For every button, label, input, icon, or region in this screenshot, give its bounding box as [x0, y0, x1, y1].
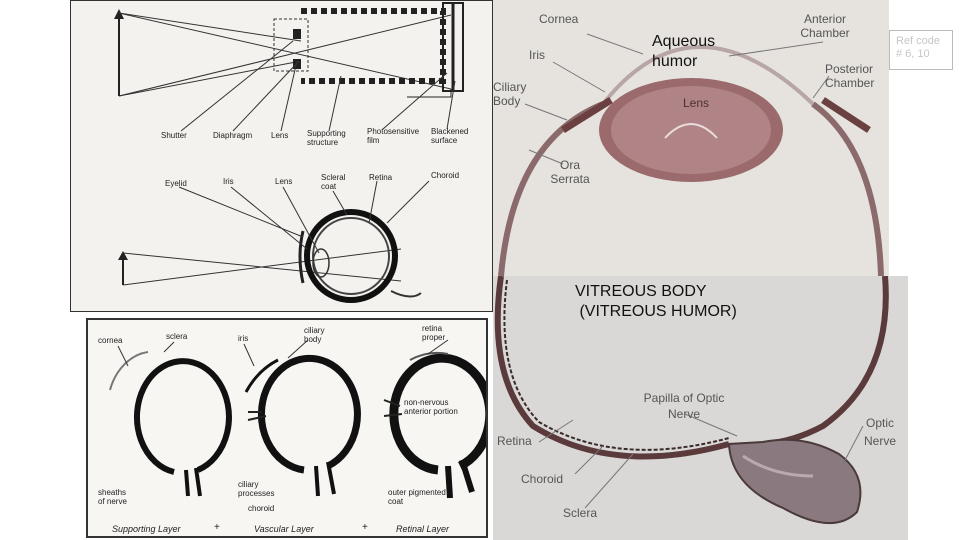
label-plus-1: + [214, 522, 220, 533]
label-plus-2: + [362, 522, 368, 533]
label-ciliary-body-hand: ciliary body [304, 326, 325, 344]
aqueous-humor-label: Aqueous humor [652, 33, 716, 70]
label-cornea-hand: cornea [98, 336, 123, 345]
label-anterior-chamber: Anterior Chamber [800, 12, 850, 40]
ref-code-line-2: # 6, 10 [896, 48, 930, 60]
posterior-eye-photo-panel: Papilla of Optic Nerve Optic Nerve Retin… [493, 276, 908, 540]
label-iris: Iris [529, 48, 545, 62]
label-ciliary-body: Ciliary Body [493, 80, 527, 108]
camera-eye-diagram-panel: Shutter Diaphragm Lens Supporting struct… [70, 0, 493, 312]
label-optic-nerve: Optic Nerve [863, 416, 896, 448]
label-shutter: Shutter [161, 131, 187, 140]
label-blackened-surface: Blackened surface [431, 127, 469, 145]
camera-eye-diagram [114, 2, 464, 303]
label-iris-hand: iris [238, 334, 249, 343]
eye-layers-diagram [109, 339, 486, 499]
label-ciliary-processes-hand: ciliary processes [238, 480, 275, 498]
label-diaphragm: Diaphragm [213, 131, 253, 140]
anterior-eye-illustration [493, 0, 889, 276]
label-lens: Lens [271, 131, 289, 140]
ref-code-box: Ref code # 6, 10 [889, 30, 953, 70]
label-sclera: Sclera [563, 506, 598, 520]
label-iris: Iris [223, 177, 234, 186]
label-cornea: Cornea [539, 12, 579, 26]
label-choroid: Choroid [431, 171, 460, 180]
label-eyelid: Eyelid [165, 179, 187, 188]
label-non-nervous-hand: non-nervous anterior portion [404, 398, 458, 416]
eye-layers-diagram-panel: cornea sclera iris ciliary body retina p… [86, 318, 488, 538]
label-retina: Retina [369, 173, 393, 182]
label-sclera-hand: sclera [166, 332, 188, 341]
vitreous-body-label: VITREOUS BODY (VITREOUS HUMOR) [575, 283, 737, 320]
label-eye-lens: Lens [275, 177, 293, 186]
label-retinal-layer: Retinal Layer [396, 524, 450, 534]
label-scleral-coat: Scleral coat [321, 173, 346, 191]
label-papilla-optic-nerve: Papilla of Optic Nerve [643, 391, 725, 421]
label-supporting-structure: Supporting structure [307, 129, 346, 147]
label-outer-pigmented-hand: outer pigmented coat [388, 488, 446, 506]
label-vascular-layer: Vascular Layer [254, 524, 314, 534]
label-sheaths-hand: sheaths of nerve [98, 488, 127, 506]
label-photosensitive-film: Photosensitive film [367, 127, 420, 145]
label-retina-proper-hand: retina proper [422, 324, 446, 342]
label-supporting-layer: Supporting Layer [112, 524, 181, 534]
label-ora-serrata: Ora Serrata [550, 158, 590, 186]
ref-code-line-1: Ref code [896, 35, 941, 47]
label-choroid-hand: choroid [248, 504, 275, 513]
label-lens: Lens [683, 96, 710, 110]
label-posterior-chamber: Posterior Chamber [825, 62, 875, 90]
label-retina: Retina [497, 434, 532, 448]
posterior-eye-illustration [493, 276, 908, 540]
anterior-eye-photo-panel: Cornea Anterior Chamber Iris Posterior C… [493, 0, 889, 276]
label-choroid: Choroid [521, 472, 564, 486]
